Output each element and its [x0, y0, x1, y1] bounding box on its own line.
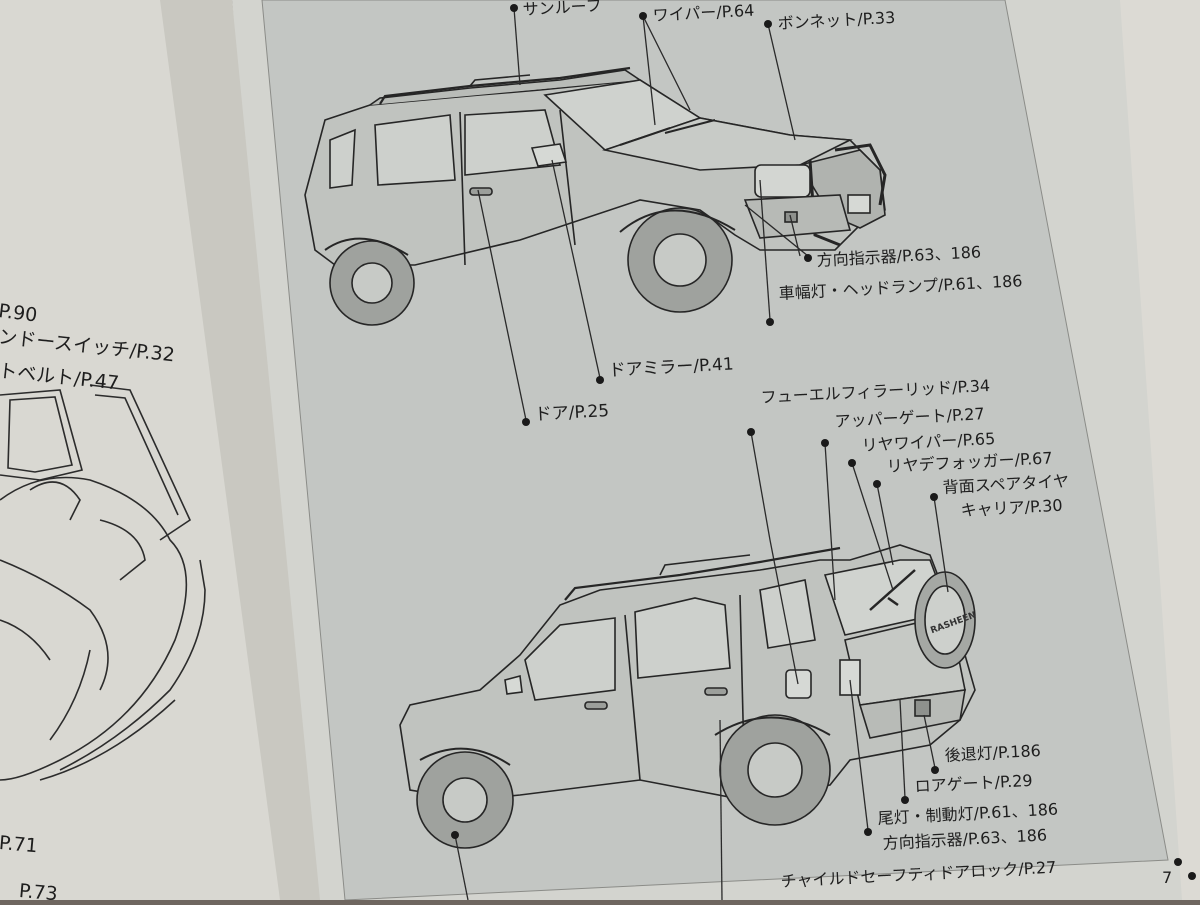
label-backup-lamp: 後退灯/P.186 — [944, 740, 1042, 765]
car-rear-view — [399, 544, 976, 849]
page-edge — [1120, 0, 1200, 900]
left-label-p73: P.73 — [18, 880, 59, 905]
front-leader-lines — [477, 4, 812, 426]
left-page — [0, 0, 300, 900]
label-door: ドア/P.25 — [534, 401, 610, 425]
page-number: 7 — [1162, 868, 1173, 887]
car-front-view — [304, 66, 887, 326]
rear-leader-lines — [451, 428, 1196, 901]
left-label-p71: P.71 — [0, 832, 39, 858]
page-gutter-shadow — [160, 0, 340, 900]
left-car-interior-drawing — [0, 384, 206, 781]
